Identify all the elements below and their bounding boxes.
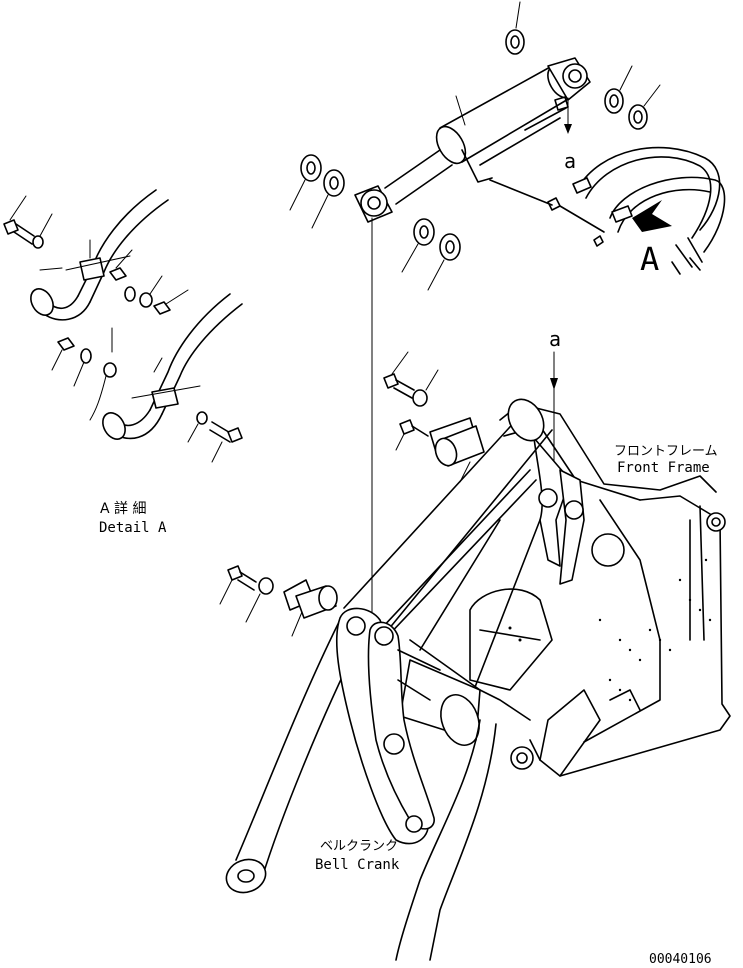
front-frame xyxy=(469,403,731,777)
pin-assembly-frame xyxy=(383,351,485,483)
pin-assembly-bellcrank xyxy=(219,565,338,637)
bell-crank xyxy=(335,607,441,845)
label-view-A: A xyxy=(640,240,659,278)
lift-cylinder xyxy=(354,57,591,223)
washers-rod-side xyxy=(289,154,461,291)
detail-A-upper-clamp xyxy=(3,189,189,321)
label-detail-jp: A 詳 細 xyxy=(100,501,146,517)
hydraulic-hoses: A xyxy=(559,146,726,278)
detail-A-lower-clamp xyxy=(51,293,243,463)
label-bell-crank-jp: ベルクランク xyxy=(320,839,398,854)
reference-a-upper: a xyxy=(564,97,576,173)
label-bell-crank-en: Bell Crank xyxy=(315,857,400,873)
label-front-frame-en: Front Frame xyxy=(617,460,710,476)
label-a-lower: a xyxy=(549,327,561,351)
label-detail-en: Detail A xyxy=(99,520,167,536)
drawing-number: 00040106 xyxy=(649,952,712,967)
lift-arms xyxy=(225,398,553,961)
label-a-upper: a xyxy=(564,149,576,173)
label-front-frame-jp: フロントフレーム xyxy=(614,444,718,459)
washers-head-side xyxy=(505,1,661,130)
